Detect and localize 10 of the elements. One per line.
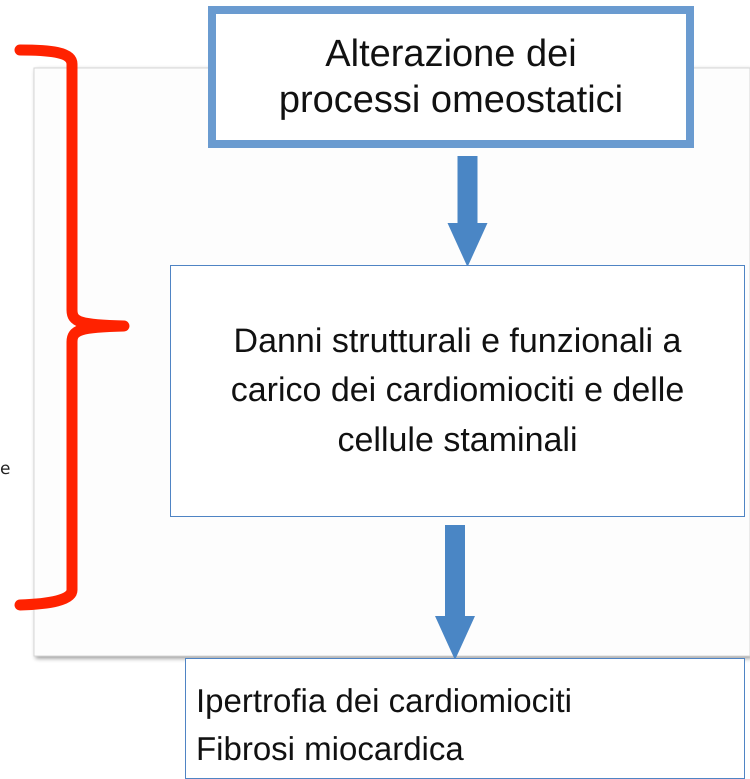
block-arrow [435,525,475,660]
process-box [170,265,745,517]
process-box [208,6,694,148]
block-arrow [448,156,488,267]
box-text: Ipertrofia dei cardiomiociti [196,681,572,721]
box-text: Fibrosi miocardica [196,728,464,769]
cut-off-text: e [0,459,10,479]
box-text: Alterazione dei processi omeostatici [278,32,624,123]
box-text: Danni strutturali e funzionali a carico dei cardiomiociti e delle cellule staminali [230,321,686,461]
process-box [185,658,745,779]
